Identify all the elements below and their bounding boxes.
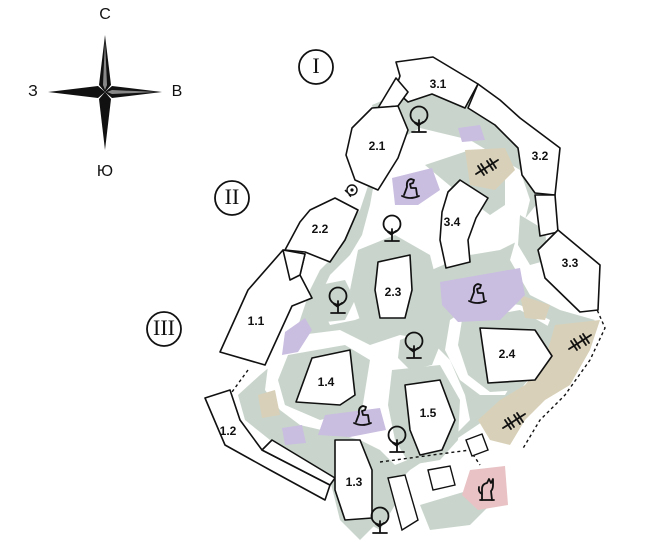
building-3-3[interactable] [537,229,601,313]
building-2-1-label: 2.1 [369,139,386,153]
compass-north-label: С [99,6,111,23]
building-1-4-label: 1.4 [318,375,335,389]
zone-marker-i: I [298,49,334,85]
compass-west-label: З [28,83,38,100]
dog-walking-area [462,466,508,510]
compass-needle-west [48,86,105,98]
building-2-2[interactable] [284,197,359,263]
service-building [465,433,489,457]
building-3-1-label: 3.1 [430,77,447,91]
building-2-4[interactable] [479,327,553,384]
building-2-2-label: 2.2 [312,222,329,236]
compass-needle-south [99,92,111,150]
compass-east-label: В [172,83,183,100]
building-2-4-label: 2.4 [499,347,516,361]
compass-rose: С Ю З В [28,6,182,180]
service-building [427,465,456,491]
zone-label-iii: III [153,315,175,340]
building-3-3-label: 3.3 [562,256,579,270]
sports-area [478,320,600,445]
zone-marker-ii: II [214,180,250,216]
building-1-5-label: 1.5 [420,406,437,420]
building-2-1[interactable] [345,105,409,191]
zone-marker-iii: III [146,311,182,347]
building-3-4[interactable] [439,179,489,269]
zone-label-ii: II [225,184,240,209]
building-1-3-label: 1.3 [346,475,363,489]
building-1-1-label: 1.1 [248,314,265,328]
building-2-3[interactable] [374,254,413,319]
service-building [387,474,419,532]
building-1-2-label: 1.2 [220,424,237,438]
building-3-4-label: 3.4 [444,215,461,229]
compass-south-label: Ю [97,163,113,180]
building-1-5[interactable] [404,379,456,456]
building-3-2[interactable] [467,83,561,196]
sports-area [465,148,515,190]
playground-area [318,408,386,437]
zone-label-i: I [312,53,319,78]
building-2-3-label: 2.3 [385,285,402,299]
building-1-4[interactable] [295,349,356,406]
building-3-2-label: 3.2 [532,149,549,163]
buildings: 3.1 2.1 3.2 3.3 3.4 2.2 2.3 1.1 1.4 2.4 [204,56,601,532]
